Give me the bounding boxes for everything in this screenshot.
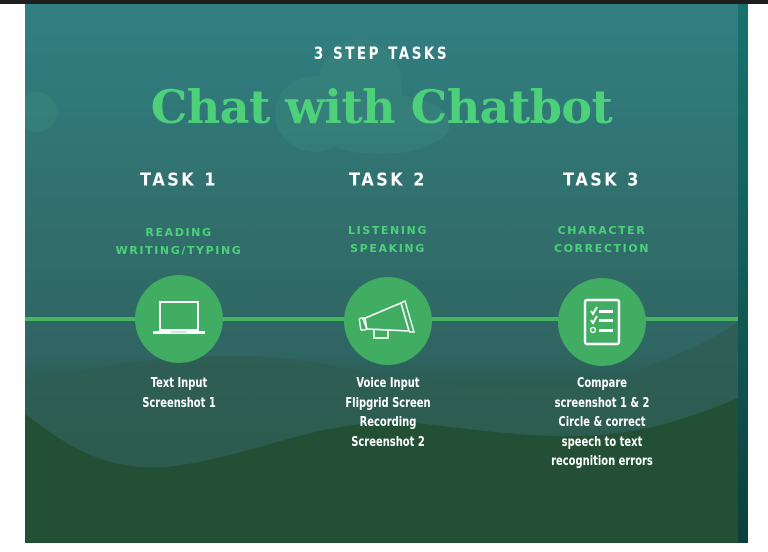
page-title: Chat with Chatbot	[150, 80, 613, 134]
task-3-circle	[558, 278, 646, 366]
skill-reading: READING	[145, 226, 213, 239]
right-edge-strip	[738, 4, 748, 543]
skill-writing-typing: WRITING/TYPING	[115, 244, 243, 257]
window-top-bar	[0, 0, 768, 4]
background-shapes	[25, 39, 748, 543]
task-1-skills: READING WRITING/TYPING	[79, 224, 279, 260]
task-1-circle	[135, 275, 223, 363]
task-3: TASK 3 CHARACTER CORRECTION Compare sc	[502, 4, 702, 543]
task-3-skills: CHARACTER CORRECTION	[502, 222, 702, 258]
task-1-description: Text Input Screenshot 1	[142, 376, 216, 411]
laptop-icon	[153, 301, 205, 334]
task-2-description: Voice Input Flipgrid Screen Recording Sc…	[345, 376, 431, 450]
checklist-icon	[583, 298, 621, 346]
skill-speaking: SPEAKING	[350, 242, 426, 255]
skill-correction: CORRECTION	[553, 242, 651, 255]
task-1: TASK 1 READING WRITING/TYPING Text Input…	[79, 4, 279, 543]
eyebrow-heading: 3 STEP TASKS	[313, 42, 450, 64]
task-3-description: Compare screenshot 1 & 2 Circle & correc…	[551, 376, 653, 469]
task-2-skills: LISTENING SPEAKING	[288, 222, 488, 258]
skill-listening: LISTENING	[348, 224, 428, 237]
task-2: TASK 2 LISTENING SPEAKING Voice Input Fl…	[288, 4, 488, 543]
skill-character: CHARACTER	[557, 224, 647, 237]
task-2-label: TASK 2	[349, 169, 427, 190]
infographic-card: 3 STEP TASKS Chat with Chatbot TASK 1 RE…	[25, 4, 748, 543]
task-3-label: TASK 3	[563, 169, 641, 190]
megaphone-icon	[358, 299, 415, 339]
task-2-circle	[344, 277, 432, 365]
task-1-label: TASK 1	[140, 169, 218, 190]
